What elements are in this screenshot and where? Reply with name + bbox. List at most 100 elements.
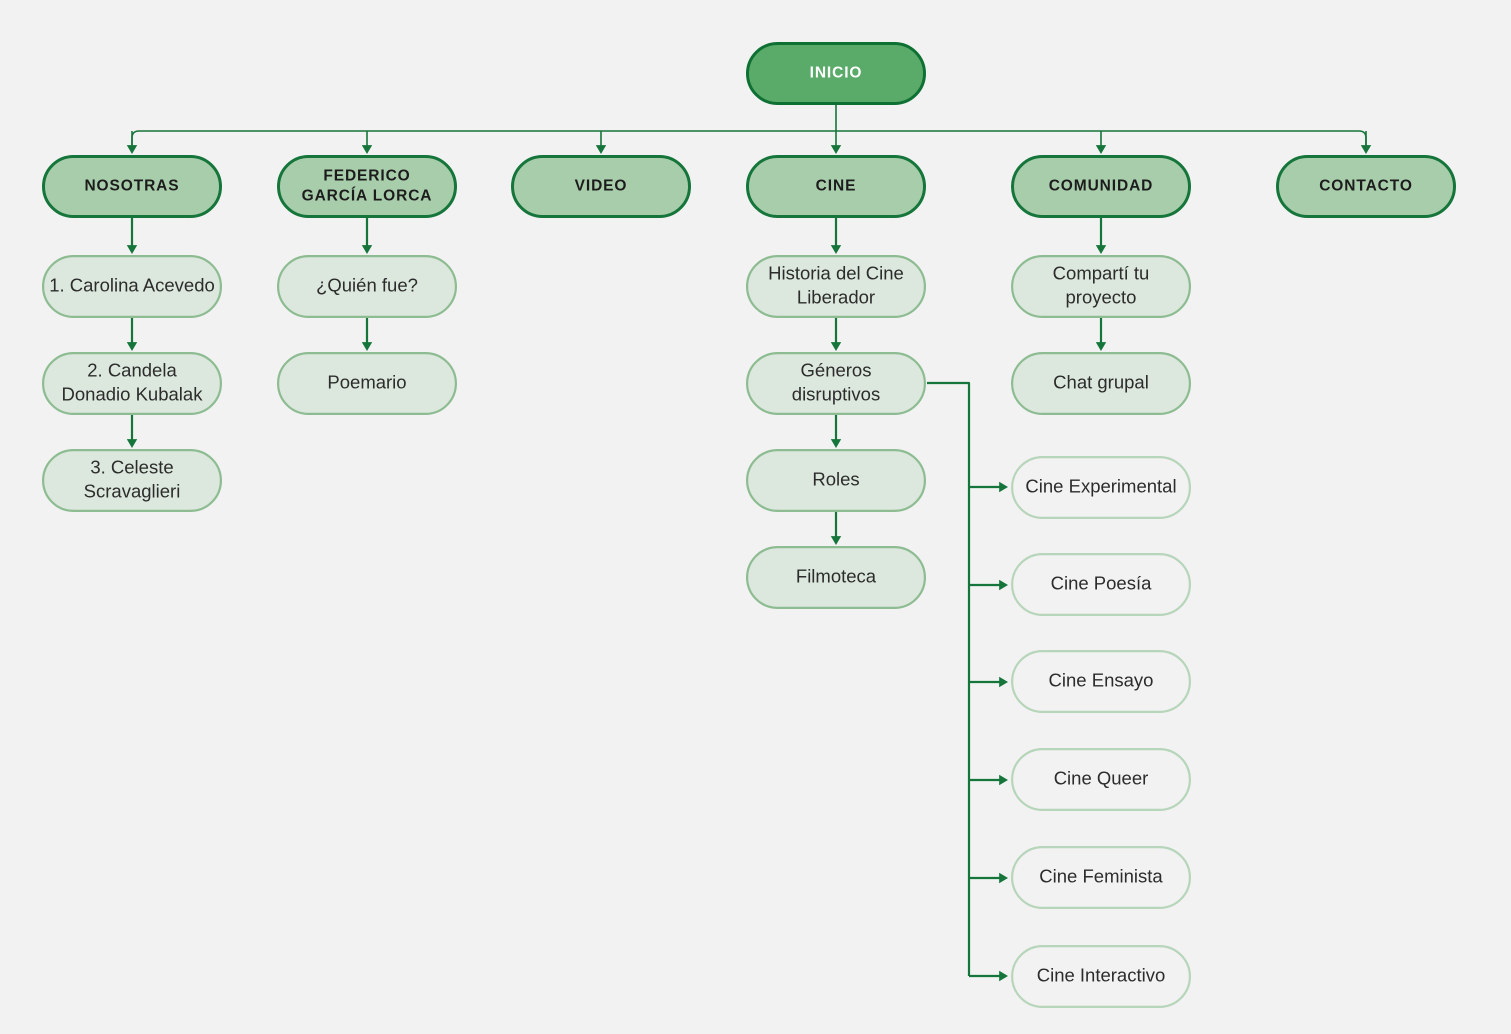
- node-shape-generos[interactable]: [745, 352, 926, 416]
- node-carolina[interactable]: 1. Carolina Acevedo: [41, 255, 223, 319]
- node-label-video: VIDEO: [575, 178, 628, 195]
- node-poemario[interactable]: Poemario: [277, 352, 458, 416]
- node-shape-nosotras[interactable]: [42, 155, 222, 218]
- node-shape-video[interactable]: [511, 155, 691, 218]
- node-shape-celeste[interactable]: [41, 449, 223, 513]
- node-shape-cine[interactable]: [746, 155, 926, 218]
- node-video[interactable]: VIDEO: [511, 155, 691, 218]
- node-experimental[interactable]: Cine Experimental: [1010, 456, 1191, 520]
- arrow-into-carolina: [126, 245, 138, 254]
- node-contacto[interactable]: CONTACTO: [1276, 155, 1456, 218]
- node-label-filmoteca: Filmoteca: [796, 565, 877, 586]
- node-quienfue[interactable]: ¿Quién fue?: [277, 255, 458, 319]
- node-label-roles: Roles: [812, 468, 859, 489]
- node-shape-historia[interactable]: [745, 255, 926, 319]
- node-label-historia: Historia del Cine: [768, 262, 904, 283]
- node-label-candela: 2. Candela: [87, 359, 177, 380]
- arrow-into-feminista: [999, 872, 1008, 884]
- node-label-generos: Géneros: [801, 359, 872, 380]
- arrow-into-comunidad: [1095, 145, 1107, 154]
- node-label-cine: CINE: [816, 178, 857, 195]
- node-shape-inicio[interactable]: [746, 42, 926, 105]
- arrow-into-poesia: [999, 579, 1008, 591]
- node-shape-comunidad[interactable]: [1011, 155, 1191, 218]
- genre-branch-trunk: [927, 381, 971, 976]
- node-poesia[interactable]: Cine Poesía: [1010, 552, 1191, 616]
- arrow-into-poemario: [361, 342, 373, 351]
- node-label-historia: Liberador: [797, 286, 875, 307]
- node-shape-ensayo[interactable]: [1010, 649, 1191, 713]
- node-label-carolina: 1. Carolina Acevedo: [49, 274, 215, 295]
- node-chat[interactable]: Chat grupal: [1010, 352, 1191, 416]
- node-label-chat: Chat grupal: [1053, 371, 1149, 392]
- node-label-nosotras: NOSOTRAS: [84, 178, 179, 195]
- node-comunidad[interactable]: COMUNIDAD: [1011, 155, 1191, 218]
- node-filmoteca[interactable]: Filmoteca: [745, 545, 926, 609]
- node-label-quienfue: ¿Quién fue?: [316, 274, 418, 295]
- arrow-into-candela: [126, 342, 138, 351]
- arrow-into-roles: [830, 439, 842, 448]
- arrow-into-ensayo: [999, 676, 1008, 688]
- node-shape-federico[interactable]: [277, 155, 457, 218]
- arrow-into-federico: [361, 145, 373, 154]
- node-cine[interactable]: CINE: [746, 155, 926, 218]
- node-label-feminista: Cine Feminista: [1039, 865, 1163, 886]
- node-shape-interactivo[interactable]: [1010, 944, 1191, 1008]
- node-shape-filmoteca[interactable]: [745, 545, 926, 609]
- node-shape-carolina[interactable]: [41, 255, 223, 319]
- node-label-comparti: Compartí tu: [1053, 262, 1150, 283]
- node-shape-candela[interactable]: [41, 352, 223, 416]
- node-feminista[interactable]: Cine Feminista: [1010, 845, 1191, 909]
- node-label-poemario: Poemario: [327, 371, 406, 392]
- arrow-into-nosotras: [126, 145, 138, 154]
- arrow-into-interactivo: [999, 970, 1008, 982]
- node-shape-experimental[interactable]: [1010, 456, 1191, 520]
- node-shape-chat[interactable]: [1010, 352, 1191, 416]
- node-interactivo[interactable]: Cine Interactivo: [1010, 944, 1191, 1008]
- node-label-celeste: 3. Celeste: [90, 456, 173, 477]
- node-shape-comparti[interactable]: [1010, 255, 1191, 319]
- node-shape-queer[interactable]: [1010, 747, 1191, 811]
- node-inicio[interactable]: INICIO: [746, 42, 926, 105]
- arrow-into-celeste: [126, 439, 138, 448]
- arrow-into-historia: [830, 245, 842, 254]
- node-shape-contacto[interactable]: [1276, 155, 1456, 218]
- node-nosotras[interactable]: NOSOTRAS: [42, 155, 222, 218]
- node-label-comparti: proyecto: [1066, 286, 1137, 307]
- node-label-interactivo: Cine Interactivo: [1037, 964, 1166, 985]
- node-shape-poemario[interactable]: [277, 352, 458, 416]
- node-comparti[interactable]: Compartí tu proyecto: [1010, 255, 1191, 319]
- node-label-queer: Cine Queer: [1054, 767, 1149, 788]
- bus-bar: [131, 130, 1367, 152]
- node-label-inicio: INICIO: [810, 65, 863, 82]
- node-label-celeste: Scravaglieri: [84, 480, 181, 501]
- node-label-federico: GARCÍA LORCA: [302, 188, 433, 205]
- node-label-generos: disruptivos: [792, 383, 880, 404]
- connector-layer: [126, 105, 1372, 982]
- arrow-into-video: [595, 145, 607, 154]
- node-generos[interactable]: Géneros disruptivos: [745, 352, 926, 416]
- node-label-comunidad: COMUNIDAD: [1049, 178, 1154, 195]
- node-shape-feminista[interactable]: [1010, 845, 1191, 909]
- arrow-into-contacto: [1360, 145, 1372, 154]
- arrow-into-comparti: [1095, 245, 1107, 254]
- node-shape-poesia[interactable]: [1010, 552, 1191, 616]
- node-label-poesia: Cine Poesía: [1051, 572, 1152, 593]
- node-label-experimental: Cine Experimental: [1025, 475, 1176, 496]
- node-label-ensayo: Cine Ensayo: [1049, 669, 1154, 690]
- arrow-into-generos: [830, 342, 842, 351]
- arrow-into-filmoteca: [830, 536, 842, 545]
- node-ensayo[interactable]: Cine Ensayo: [1010, 649, 1191, 713]
- node-shape-roles[interactable]: [745, 449, 926, 513]
- node-roles[interactable]: Roles: [745, 449, 926, 513]
- node-label-contacto: CONTACTO: [1319, 178, 1413, 195]
- node-queer[interactable]: Cine Queer: [1010, 747, 1191, 811]
- node-shape-quienfue[interactable]: [277, 255, 458, 319]
